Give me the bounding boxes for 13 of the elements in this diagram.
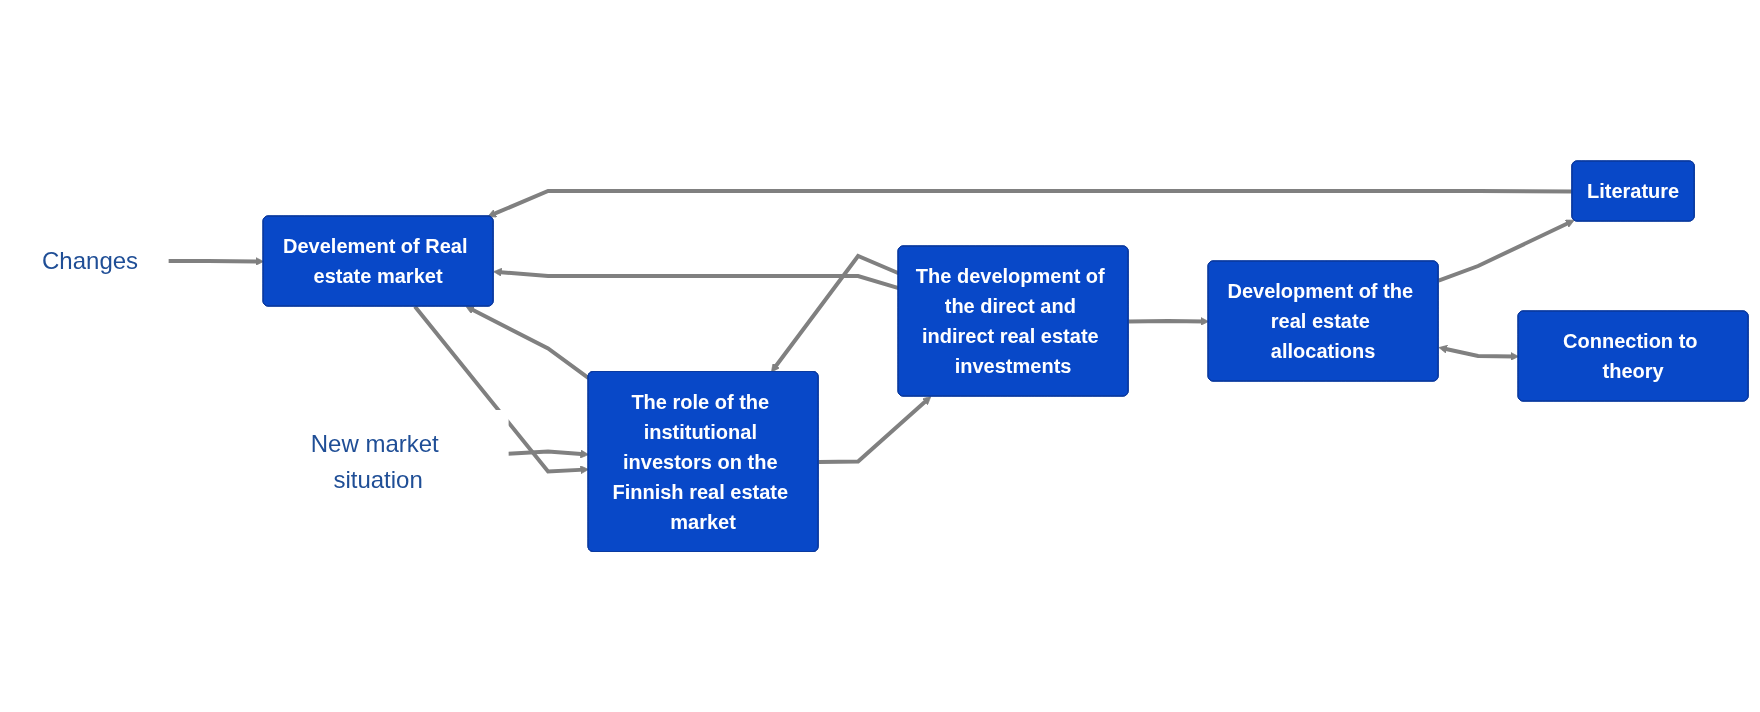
- arrow: [771, 253, 900, 373]
- arrow: [818, 395, 932, 464]
- arrow: [1438, 344, 1519, 361]
- arrow: [413, 305, 589, 474]
- node-text: Changes: [41, 246, 139, 274]
- arrow: [493, 267, 900, 290]
- arrow: [465, 305, 590, 380]
- node-text: New market situation: [310, 429, 439, 493]
- arrow: [1437, 219, 1575, 283]
- arrow: [168, 256, 264, 266]
- arrow: [1128, 316, 1209, 326]
- arrow: [507, 449, 589, 459]
- arrow: [487, 188, 1573, 218]
